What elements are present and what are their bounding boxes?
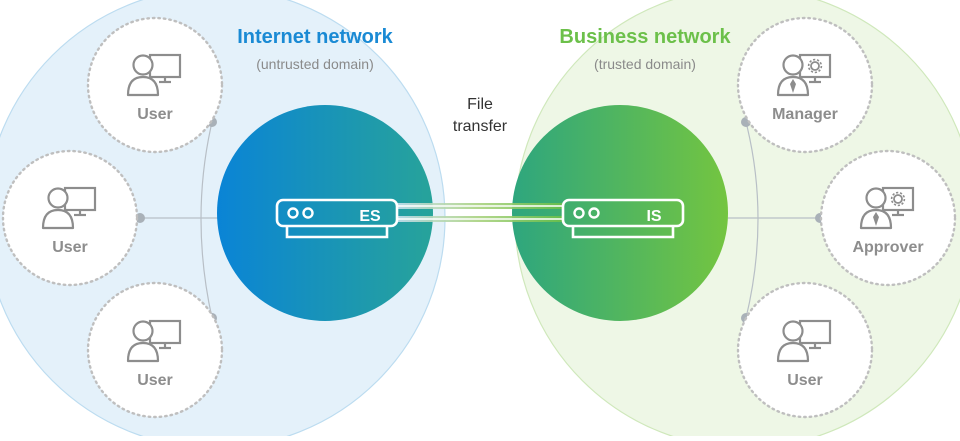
- file-transfer-label: File transfer: [430, 94, 530, 138]
- node-label-user-bottom: User: [137, 372, 173, 389]
- is-server-circle: [512, 105, 728, 321]
- node-label-user-right: User: [787, 372, 823, 389]
- file-transfer-link: [396, 203, 562, 222]
- internet-network-subtitle: (untrusted domain): [256, 56, 374, 72]
- business-network-subtitle: (trusted domain): [594, 56, 696, 72]
- left-connectors: [140, 121, 232, 319]
- es-server-circle: [217, 105, 433, 321]
- node-label-manager: Manager: [772, 106, 838, 123]
- internet-network-title: Internet network: [237, 26, 393, 48]
- node-label-user-top: User: [137, 106, 173, 123]
- file-transfer-line2: transfer: [452, 118, 508, 135]
- business-network-title: Business network: [559, 26, 731, 48]
- es-label: ES: [359, 208, 381, 225]
- is-label: IS: [646, 208, 661, 225]
- node-label-user-middle: User: [52, 239, 88, 256]
- right-connectors: [728, 121, 820, 319]
- file-transfer-line1: File: [467, 96, 493, 113]
- node-label-approver: Approver: [852, 239, 924, 256]
